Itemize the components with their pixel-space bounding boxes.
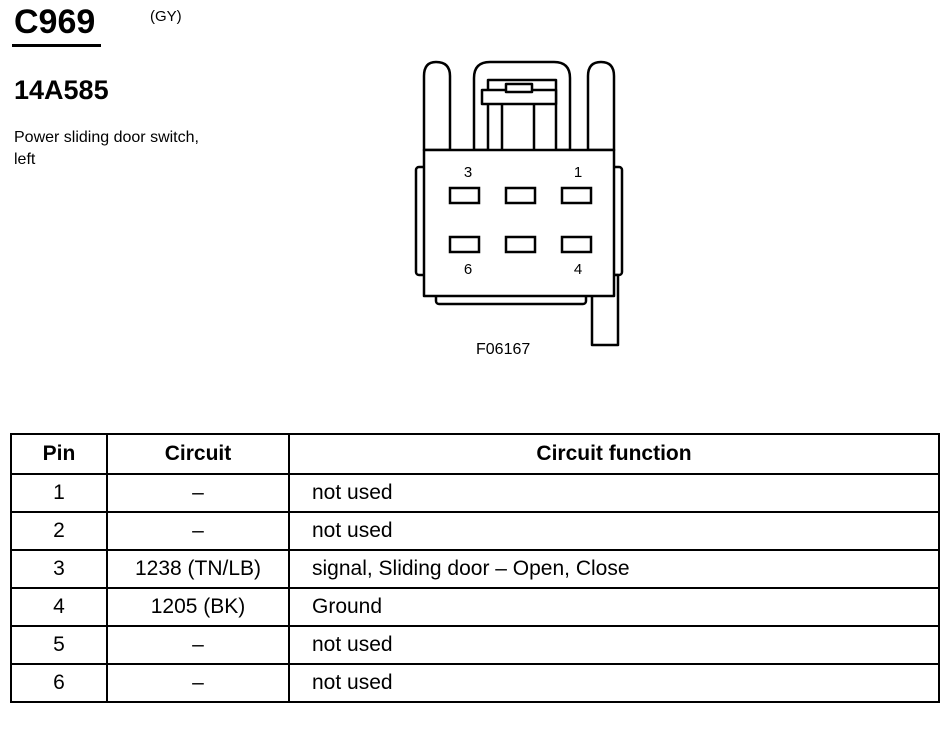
pin-cell: 1 bbox=[10, 473, 108, 513]
header-circuit: Circuit bbox=[106, 433, 290, 475]
pin-cavity-2 bbox=[504, 186, 537, 205]
pin-label-6: 6 bbox=[464, 261, 472, 278]
function-cell: not used bbox=[288, 473, 940, 513]
function-cell: not used bbox=[288, 663, 940, 703]
circuit-cell: – bbox=[106, 511, 290, 551]
pin-label-3: 3 bbox=[464, 164, 472, 181]
pin-cell: 5 bbox=[10, 625, 108, 665]
connector-body bbox=[422, 148, 616, 298]
header-circuit-function: Circuit function bbox=[288, 433, 940, 475]
connector-color-code: (GY) bbox=[150, 8, 182, 25]
table-header-row: Pin Circuit Circuit function bbox=[10, 433, 940, 475]
table-row: 2 – not used bbox=[10, 511, 940, 551]
table-row: 3 1238 (TN/LB) signal, Sliding door – Op… bbox=[10, 549, 940, 589]
pin-cell: 4 bbox=[10, 587, 108, 627]
header-pin: Pin bbox=[10, 433, 108, 475]
pin-cavity-3 bbox=[448, 186, 481, 205]
function-cell: not used bbox=[288, 511, 940, 551]
connector-left-post bbox=[422, 60, 452, 152]
pin-cell: 2 bbox=[10, 511, 108, 551]
function-cell: Ground bbox=[288, 587, 940, 627]
circuit-cell: 1238 (TN/LB) bbox=[106, 549, 290, 589]
pin-cavity-1 bbox=[560, 186, 593, 205]
table-row: 6 – not used bbox=[10, 663, 940, 703]
connector-face-diagram: 3 1 6 4 bbox=[414, 60, 624, 347]
connector-latch-stem bbox=[500, 98, 536, 154]
figure-code: F06167 bbox=[476, 341, 531, 358]
pin-cavity-5 bbox=[504, 235, 537, 254]
table-row: 4 1205 (BK) Ground bbox=[10, 587, 940, 627]
part-number: 14A585 bbox=[14, 75, 109, 105]
function-cell: signal, Sliding door – Open, Close bbox=[288, 549, 940, 589]
connector-id-underline bbox=[12, 44, 101, 47]
circuit-cell: – bbox=[106, 625, 290, 665]
connector-id: C969 bbox=[14, 3, 96, 41]
connector-right-post bbox=[586, 60, 616, 152]
pin-cavity-4 bbox=[560, 235, 593, 254]
pin-label-4: 4 bbox=[574, 261, 582, 278]
pin-cavity-6 bbox=[448, 235, 481, 254]
table-row: 5 – not used bbox=[10, 625, 940, 665]
pinout-table: Pin Circuit Circuit function 1 – not use… bbox=[10, 433, 940, 703]
table-row: 1 – not used bbox=[10, 473, 940, 513]
circuit-cell: 1205 (BK) bbox=[106, 587, 290, 627]
circuit-cell: – bbox=[106, 473, 290, 513]
component-description: Power sliding door switch, left bbox=[14, 129, 199, 168]
circuit-cell: – bbox=[106, 663, 290, 703]
pin-cell: 6 bbox=[10, 663, 108, 703]
pin-cell: 3 bbox=[10, 549, 108, 589]
pin-label-1: 1 bbox=[574, 164, 582, 181]
function-cell: not used bbox=[288, 625, 940, 665]
connector-latch-tab bbox=[504, 82, 534, 94]
